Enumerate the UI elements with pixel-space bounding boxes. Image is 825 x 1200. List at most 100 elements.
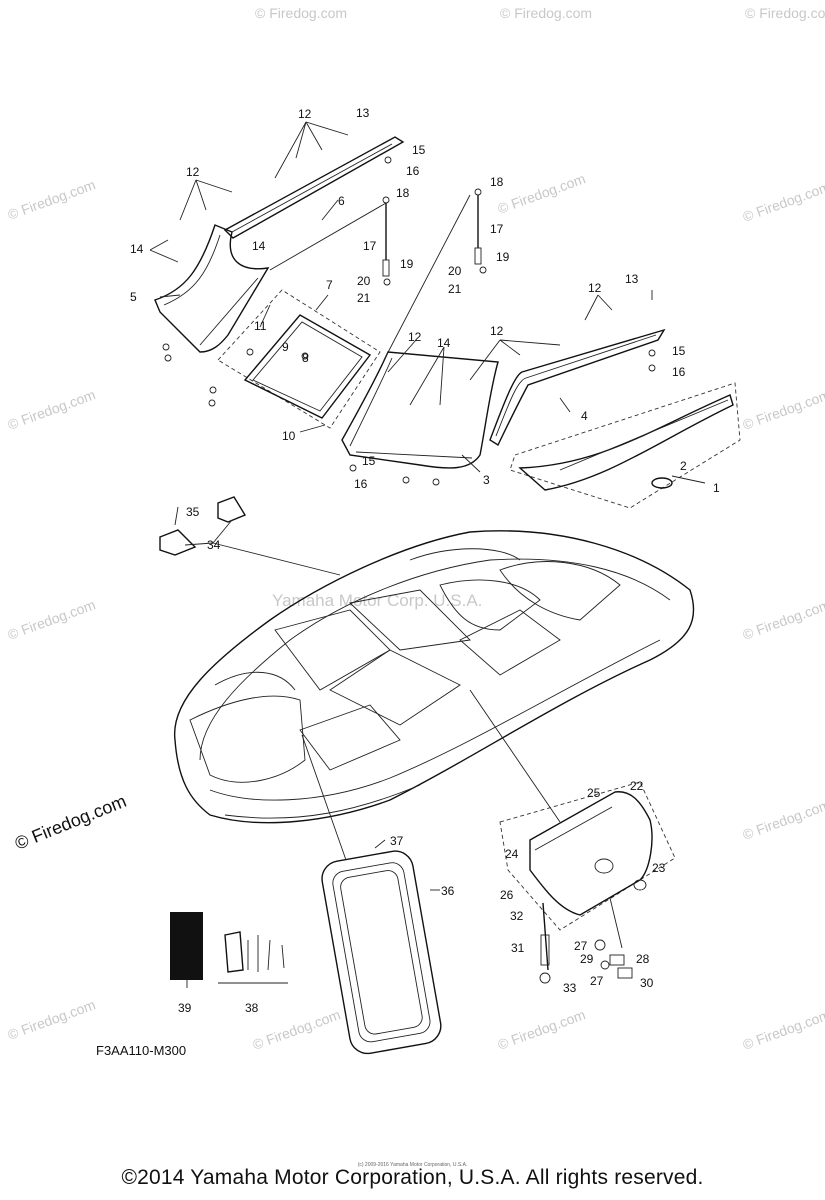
callout-12d: 12	[490, 324, 504, 338]
callout-26: 26	[500, 888, 514, 902]
part-17-strut-left	[382, 196, 390, 277]
watermark-text: © Firedog.com	[251, 1006, 343, 1053]
part-34-bracket	[159, 496, 247, 556]
leader-34	[212, 542, 341, 576]
callout-25: 25	[587, 786, 601, 800]
part-36-seal	[321, 850, 442, 1055]
callout-17b: 17	[490, 222, 504, 236]
callout-24: 24	[505, 847, 519, 861]
center-watermark: Yamaha Motor Corp. U.S.A.	[272, 591, 482, 610]
part-1-lower-trim	[509, 382, 741, 509]
watermark-text: © Firedog.com	[496, 170, 588, 217]
callout-21b: 21	[448, 282, 462, 296]
callout-13b: 13	[625, 272, 639, 286]
callout-10: 10	[282, 429, 296, 443]
callout-18b: 18	[490, 175, 504, 189]
watermark-text: © Firedog.com	[6, 596, 98, 643]
watermark-text: © Firedog.com	[741, 386, 825, 433]
callout-12b: 12	[186, 165, 200, 179]
callout-7: 7	[326, 278, 333, 292]
callout-39: 39	[178, 1001, 192, 1015]
callout-21a: 21	[357, 291, 371, 305]
callout-14b: 14	[252, 239, 266, 253]
callout-6: 6	[338, 194, 345, 208]
watermark-text: © Firedog.com	[6, 176, 98, 223]
callout-29: 29	[580, 952, 594, 966]
part-code: F3AA110-M300	[96, 1043, 187, 1058]
part-31-strut	[539, 897, 633, 984]
callout-2: 2	[680, 459, 687, 473]
leader-22	[469, 689, 561, 823]
boat-hull	[174, 530, 695, 824]
callout-22: 22	[630, 779, 644, 793]
watermark-text: © Firedog.com	[741, 1006, 825, 1053]
callout-5: 5	[130, 290, 137, 304]
part-17-strut-right	[474, 188, 482, 265]
watermark-text: © Firedog.com	[496, 1006, 588, 1053]
watermark-text: © Firedog.com	[6, 996, 98, 1043]
callout-16c: 16	[354, 477, 368, 491]
leader-lines-top	[149, 121, 706, 484]
callout-38: 38	[245, 1001, 259, 1015]
leader-36a	[301, 734, 347, 861]
callout-9: 9	[282, 340, 289, 354]
callout-33: 33	[563, 981, 577, 995]
part-5-left-frame	[154, 224, 270, 353]
callout-36: 36	[441, 884, 455, 898]
callout-15b: 15	[672, 344, 686, 358]
callout-4: 4	[581, 409, 588, 423]
callout-20b: 20	[448, 264, 462, 278]
callout-28: 28	[636, 952, 650, 966]
watermark-text: © Firedog.com	[745, 5, 825, 21]
watermark-text: © Firedog.com	[741, 596, 825, 643]
small-copyright: (c) 2009-2016 Yamaha Motor Corporation, …	[357, 1162, 468, 1168]
callout-17a: 17	[363, 239, 377, 253]
callout-30: 30	[640, 976, 654, 990]
callout-23: 23	[652, 861, 666, 875]
part-6-trim	[223, 136, 405, 239]
watermark-text: © Firedog.com	[741, 178, 825, 225]
callout-12a: 12	[298, 107, 312, 121]
callout-11: 11	[254, 319, 267, 333]
callout-15c: 15	[362, 454, 376, 468]
part-2-bracket	[651, 477, 673, 489]
callout-15a: 15	[412, 143, 426, 157]
leader-34b	[184, 542, 214, 546]
fastener-group	[162, 156, 656, 486]
watermark-layer: © Firedog.com © Firedog.com © Firedog.co…	[6, 5, 825, 1053]
copyright-notice: ©2014 Yamaha Motor Corporation, U.S.A. A…	[121, 1166, 704, 1189]
callout-19a: 19	[400, 257, 414, 271]
part-38-toolkit	[218, 931, 288, 984]
callout-20a: 20	[357, 274, 371, 288]
callout-12e: 12	[588, 281, 602, 295]
callout-16b: 16	[672, 365, 686, 379]
leader-34c	[212, 519, 233, 544]
callout-35: 35	[186, 505, 200, 519]
part-3-center-frame	[341, 351, 499, 469]
callout-13a: 13	[356, 106, 370, 120]
watermark-text: © Firedog.com	[6, 386, 98, 433]
callout-27b: 27	[590, 974, 604, 988]
callout-37: 37	[390, 834, 404, 848]
watermark-text: © Firedog.com	[12, 791, 129, 854]
callout-19b: 19	[496, 250, 510, 264]
callout-16a: 16	[406, 164, 420, 178]
part-39-mat	[170, 912, 203, 980]
callout-3: 3	[483, 473, 490, 487]
watermark-text: © Firedog.com	[741, 796, 825, 843]
callout-27a: 27	[574, 939, 588, 953]
leader-37	[374, 839, 386, 849]
part-4-right-trim	[489, 328, 666, 447]
callouts: 1 2 3 4 5 6 7 8 9 10 11 12 12 12 12 12 1…	[130, 106, 720, 1015]
callout-14a: 14	[130, 242, 144, 256]
callout-31: 31	[511, 941, 525, 955]
callout-1: 1	[713, 481, 720, 495]
callout-12c: 12	[408, 330, 422, 344]
callout-18a: 18	[396, 186, 410, 200]
callout-8: 8	[302, 351, 309, 365]
part-7-center-panel	[217, 289, 381, 429]
part-22-hatch	[499, 781, 676, 931]
callout-34: 34	[207, 538, 221, 552]
leader-35	[174, 506, 179, 526]
